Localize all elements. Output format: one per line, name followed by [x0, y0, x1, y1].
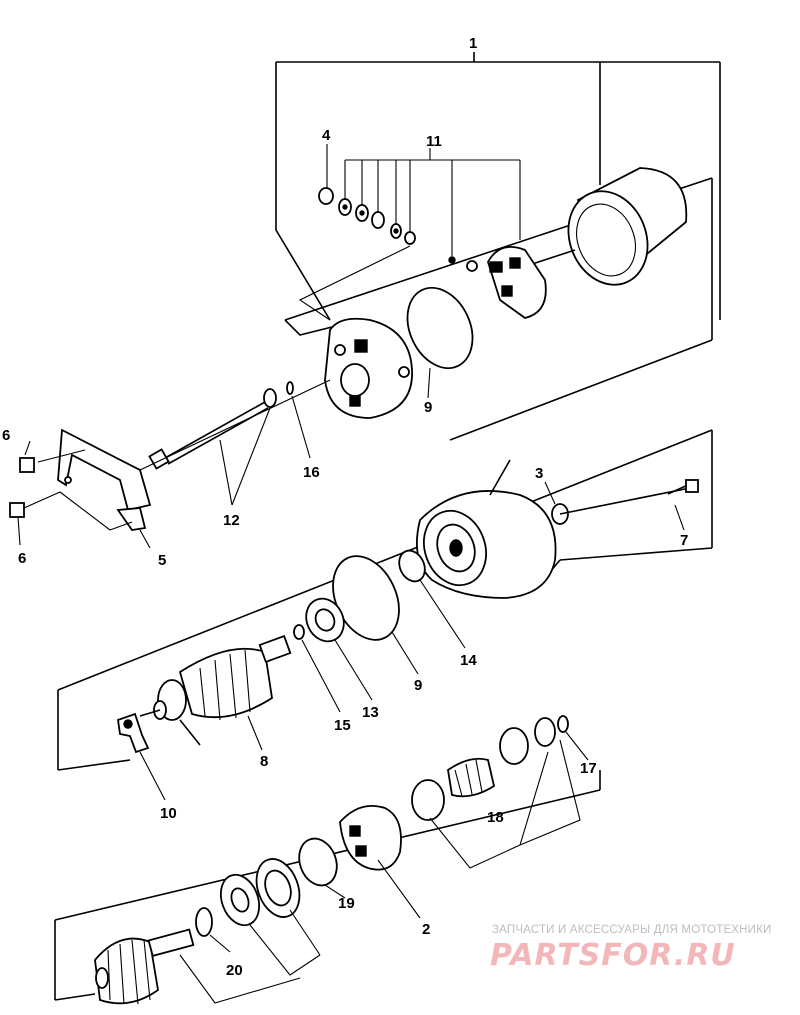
watermark-logo: PARTSFOR.RU	[490, 938, 736, 973]
ring-19	[298, 837, 338, 887]
callout-13: 13	[362, 704, 379, 721]
callout-14: 14	[460, 652, 477, 669]
drive-gear	[94, 928, 301, 1005]
leaders-mid-left	[17, 367, 431, 549]
callout-6b: 6	[18, 550, 26, 567]
armature	[139, 634, 292, 751]
leader-14	[419, 579, 466, 649]
pinion-clutch	[339, 804, 421, 919]
watermark-tagline: ЗАПЧАСТИ И АКСЕССУАРЫ ДЛЯ МОТОТЕХНИКИ	[492, 924, 772, 936]
callout-3: 3	[535, 465, 543, 482]
front-housing	[415, 459, 557, 599]
callout-19: 19	[338, 895, 355, 912]
callout-9b: 9	[414, 677, 422, 694]
callout-11: 11	[426, 133, 442, 150]
callout-8: 8	[260, 753, 268, 770]
callout-labels: 1 2 3 4 5 6 6 7 8 9 9 10 11 12 13 14 15 …	[2, 35, 688, 979]
mount-bracket	[9, 428, 152, 531]
seals-12-16	[263, 381, 294, 408]
callout-4: 4	[322, 127, 331, 144]
o-ring-upper	[406, 286, 474, 370]
callout-17: 17	[580, 760, 597, 777]
spring-group-18	[411, 715, 589, 869]
rear-cover	[324, 317, 413, 419]
bracket-item-1	[275, 52, 721, 321]
callout-18: 18	[487, 809, 504, 826]
callout-1: 1	[469, 35, 477, 52]
gear-plates	[195, 858, 321, 976]
callout-15: 15	[334, 717, 351, 734]
bracket-10	[117, 712, 166, 801]
leaders-11	[298, 144, 521, 321]
callout-9a: 9	[424, 399, 432, 416]
leader-19	[324, 884, 346, 899]
callout-6a: 6	[2, 427, 10, 444]
leader-9b	[391, 631, 419, 675]
callout-7: 7	[680, 532, 688, 549]
callout-5: 5	[158, 552, 166, 569]
callout-20: 20	[226, 962, 243, 979]
washer-stack	[318, 187, 416, 245]
washer-bolt-3-7	[544, 479, 699, 531]
yoke-cylinder	[519, 167, 688, 286]
callout-10: 10	[160, 805, 177, 822]
callout-16: 16	[303, 464, 320, 481]
callout-2: 2	[422, 921, 430, 938]
brush-holder	[448, 246, 547, 319]
bearing-13	[293, 597, 373, 713]
seal-14	[398, 549, 426, 583]
callout-12: 12	[223, 512, 240, 529]
